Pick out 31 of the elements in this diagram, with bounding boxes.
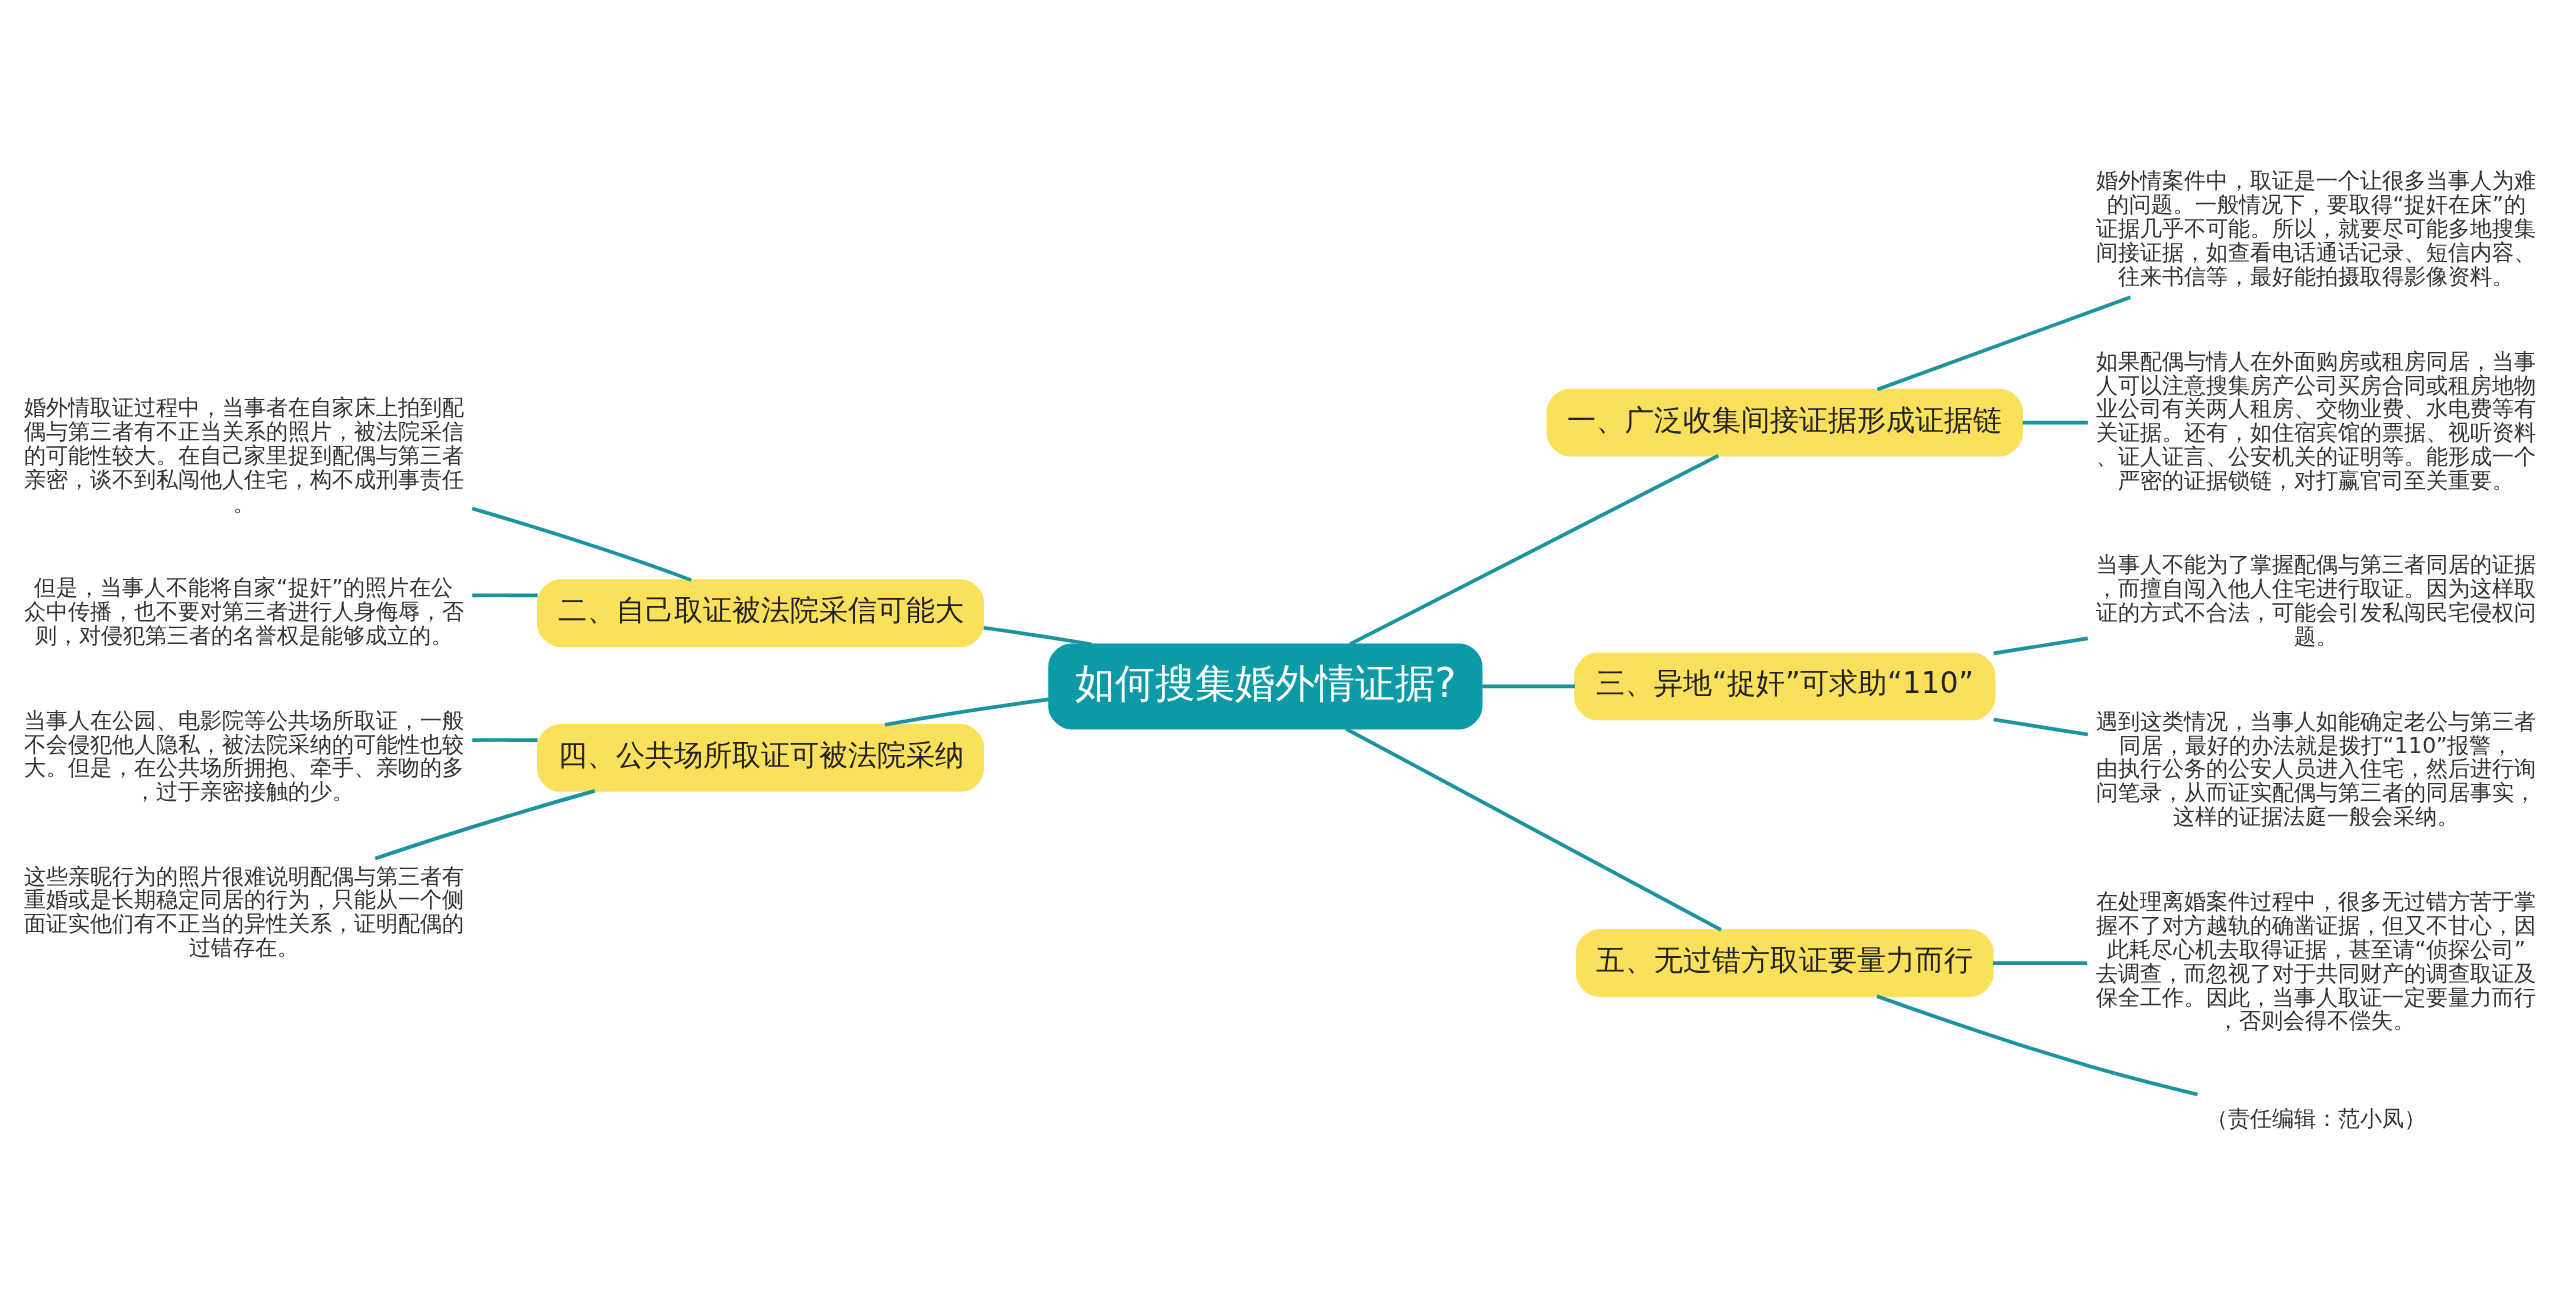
node-text: 婚外情案件中，取证是一个让很多当事人为难的问题。一般情况下，要取得“捉奸在床”的证据几乎不可能。所以，就要尽可能多地搜集间接证据，如查看电话通话记录、短信内容、往来书信等，最好能拍摄取得影像资料。 bbox=[2096, 167, 2537, 289]
node-text: 如果配偶与情人在外面购房或租房同居，当事人可以注意搜集房产公司买房合同或租房地物业公司有关两人租房、交物业费、水电费等有关证据。还有，如住宿宾馆的票据、视听资料、证人证言、公安机关的证明等。能形成一个严密的证据锁链，对打赢官司至关重要。 bbox=[2096, 348, 2537, 493]
connector bbox=[1876, 994, 2198, 1096]
connector bbox=[472, 737, 538, 742]
connector bbox=[1876, 295, 2131, 391]
connector bbox=[472, 592, 538, 597]
node-box: 三、异地“捉奸”可求助“110” bbox=[1574, 652, 1996, 720]
node-text: 遇到这类情况，当事人如能确定老公与第三者同居，最好的办法就是拨打“110”报警，由执行公务的公安人员进入住宅，然后进行询问笔录，从而证实配偶与第三者的同居事实，这样的证据法庭一般会采纳。 bbox=[2096, 708, 2537, 829]
connector bbox=[983, 625, 1092, 646]
connector bbox=[471, 506, 692, 582]
connector bbox=[1349, 453, 1720, 646]
node-box: 一、广泛收集间接证据形成证据链 bbox=[1546, 388, 2023, 456]
node-box: 二、自己取证被法院采信可能大 bbox=[537, 578, 985, 647]
node-text: 在处理离婚案件过程中，很多无过错方苦于掌握不了对方越轨的确凿证据，但又不甘心，因此耗尽心机去取得证据，甚至请“侦探公司”去调查，而忽视了对于共同财产的调查取证及保全工作。因此，当事人取证一定要量力而行，否则会得不偿失。 bbox=[2096, 888, 2537, 1033]
connector bbox=[884, 697, 1050, 727]
node-text: 当事人在公园、电影院等公共场所取证，一般不会侵犯他人隐私，被法院采纳的可能性也较大。但是，在公共场所拥抱、牵手、亲吻的多，过于亲密接触的少。 bbox=[23, 707, 464, 804]
connector bbox=[1993, 636, 2089, 655]
node-text: 当事人不能为了掌握配偶与第三者同居的证据，而擅自闯入他人住宅进行取证。因为这样取证的方式不合法，可能会引发私闯民宅侵权问题。 bbox=[2096, 551, 2537, 649]
node-text: 婚外情取证过程中，当事者在自家床上拍到配偶与第三者有不正当关系的照片，被法院采信的可能性较大。在自己家里捉到配偶与第三者亲密，谈不到私闯他人住宅，构不成刑事责任。 bbox=[23, 394, 464, 516]
connector bbox=[1482, 684, 1575, 688]
node-text: （责任编辑：范小凤） bbox=[2206, 1105, 2427, 1131]
connector bbox=[1992, 960, 2088, 965]
node-box: 如何搜集婚外情证据? bbox=[1048, 642, 1483, 729]
node-box: 四、公共场所取证可被法院采纳 bbox=[537, 723, 985, 792]
connector bbox=[374, 788, 596, 860]
node-text: 但是，当事人不能将自家“捉奸”的照片在公众中传播，也不要对第三者进行人身侮辱，否则，对侵犯第三者的名誉权是能够成立的。 bbox=[23, 574, 464, 648]
node-box: 五、无过错方取证要量力而行 bbox=[1575, 928, 1994, 997]
connector bbox=[2022, 420, 2088, 424]
connector bbox=[1345, 726, 1722, 932]
node-text: 这些亲昵行为的照片很难说明配偶与第三者有重婚或是长期稳定同居的行为，只能从一个侧面证实他们有不正当的异性关系，证明配偶的过错存在。 bbox=[23, 863, 464, 960]
connector bbox=[1993, 717, 2089, 736]
